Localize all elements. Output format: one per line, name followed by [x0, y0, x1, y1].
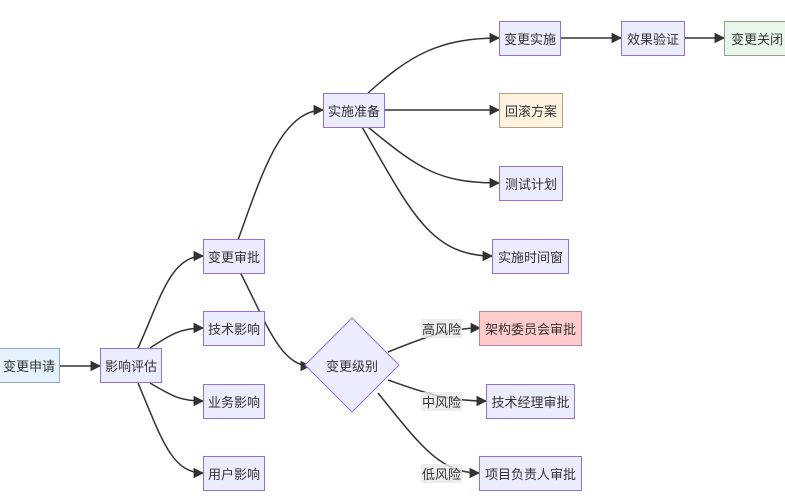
node-tech-manager-approval: 技术经理审批 [486, 384, 575, 419]
edge-approval-to-level [239, 271, 312, 372]
edge-assessment-to-approval [137, 250, 205, 349]
edge-level-low [377, 392, 481, 479]
node-impact-assessment: 影响评估 [100, 348, 162, 383]
edge-prep-to-test-plan [367, 126, 501, 189]
node-architecture-committee-approval: 架构委员会审批 [479, 311, 582, 346]
node-change-close: 变更关闭 [724, 21, 785, 56]
edge-label-low-risk: 低风险 [421, 464, 463, 483]
change-level-diamond [304, 317, 400, 413]
edge-assessment-to-tech-impact [149, 322, 205, 349]
node-test-plan: 测试计划 [499, 166, 563, 201]
edge-label-high-risk: 高风险 [421, 319, 463, 338]
node-business-impact: 业务影响 [203, 384, 265, 419]
node-project-owner-approval: 项目负责人审批 [479, 456, 582, 491]
node-implementation-window: 实施时间窗 [492, 239, 569, 274]
node-change-level: 变更级别 [325, 359, 378, 375]
node-tech-impact: 技术影响 [203, 311, 265, 346]
edge-prep-to-window [361, 126, 494, 262]
edge-approval-to-prep [237, 104, 325, 241]
edge-assessment-to-business-impact [149, 382, 205, 407]
node-user-impact: 用户影响 [203, 456, 265, 491]
node-effect-verification: 效果验证 [621, 21, 685, 56]
node-rollback-plan: 回滚方案 [499, 93, 563, 128]
edge-assessment-to-user-impact [137, 382, 205, 479]
node-implementation-prep: 实施准备 [323, 93, 385, 128]
edge-prep-to-implementation [367, 32, 501, 94]
node-change-implementation: 变更实施 [499, 21, 561, 56]
node-change-request: 变更申请 [0, 348, 60, 383]
edge-label-medium-risk: 中风险 [421, 392, 463, 411]
node-change-approval: 变更审批 [203, 239, 265, 274]
